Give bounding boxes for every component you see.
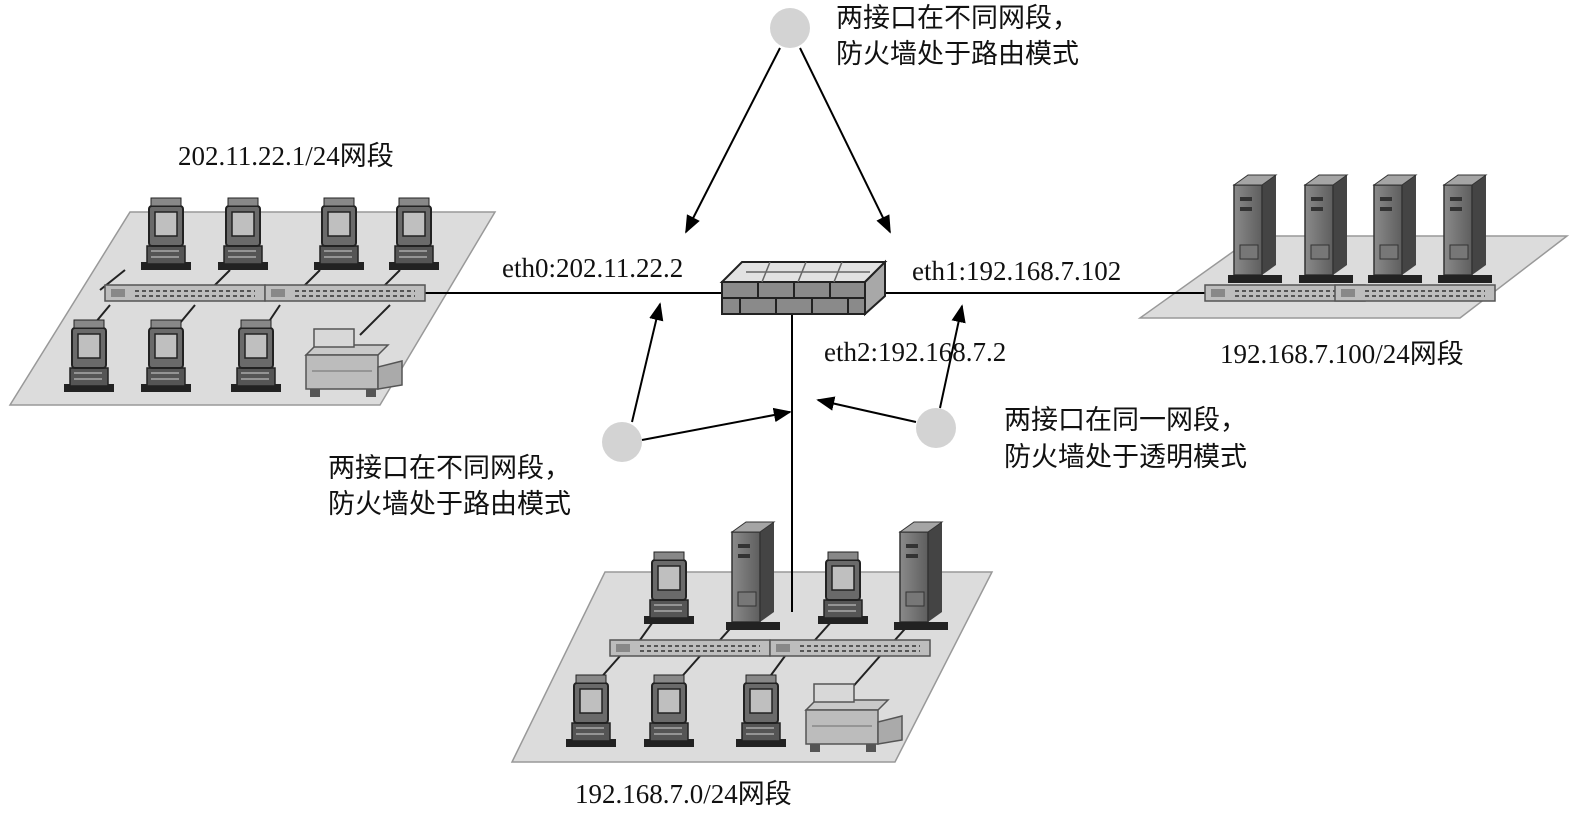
callout-right-line1: 两接口在同一网段， xyxy=(1004,405,1247,435)
workstation-icon xyxy=(217,197,269,271)
workstation-icon xyxy=(817,551,869,625)
interface-label-eth2: eth2:192.168.7.2 xyxy=(824,337,1007,367)
workstation-icon xyxy=(313,197,365,271)
arrow-left-to-eth2 xyxy=(641,407,792,441)
arrow-right-to-eth2 xyxy=(816,396,917,423)
arrow-left-to-eth0 xyxy=(631,302,664,423)
interface-label-eth0: eth0:202.11.22.2 xyxy=(502,253,684,283)
right-segment-platform xyxy=(1137,235,1570,319)
hub-icon xyxy=(609,639,771,657)
callout-top-line1: 两接口在不同网段， xyxy=(836,3,1079,33)
arrow-top-to-eth1 xyxy=(799,47,891,234)
workstation-icon xyxy=(565,674,617,748)
workstation-icon xyxy=(735,674,787,748)
firewall-icon xyxy=(719,259,888,317)
hub-icon xyxy=(264,284,426,302)
hub-icon xyxy=(104,284,266,302)
workstation-icon xyxy=(388,197,440,271)
callout-dot-icon xyxy=(602,422,642,462)
callout-left-line1: 两接口在不同网段， xyxy=(328,453,571,483)
arrow-right-to-eth1 xyxy=(939,304,966,409)
bottom-segment-devices xyxy=(565,521,949,753)
workstation-icon xyxy=(230,319,282,393)
workstation-icon xyxy=(63,319,115,393)
callout-top-line2: 防火墙处于路由模式 xyxy=(836,39,1079,69)
interface-label-eth1: eth1:192.168.7.102 xyxy=(912,256,1122,286)
callout-right-line2: 防火墙处于透明模式 xyxy=(1004,442,1247,472)
workstation-icon xyxy=(643,551,695,625)
segment-label-left: 202.11.22.1/24网段 xyxy=(178,141,394,171)
arrow-top-to-eth0 xyxy=(685,47,781,234)
callout-dot-icon xyxy=(916,408,956,448)
left-segment-devices xyxy=(63,197,440,398)
hub-icon xyxy=(1334,284,1496,302)
callout-left-line2: 防火墙处于路由模式 xyxy=(328,489,571,519)
hub-icon xyxy=(769,639,931,657)
callout-dot-icon xyxy=(770,8,810,48)
workstation-icon xyxy=(140,319,192,393)
workstation-icon xyxy=(643,674,695,748)
workstation-icon xyxy=(140,197,192,271)
segment-label-bottom: 192.168.7.0/24网段 xyxy=(575,779,792,809)
segment-label-right: 192.168.7.100/24网段 xyxy=(1220,339,1464,369)
